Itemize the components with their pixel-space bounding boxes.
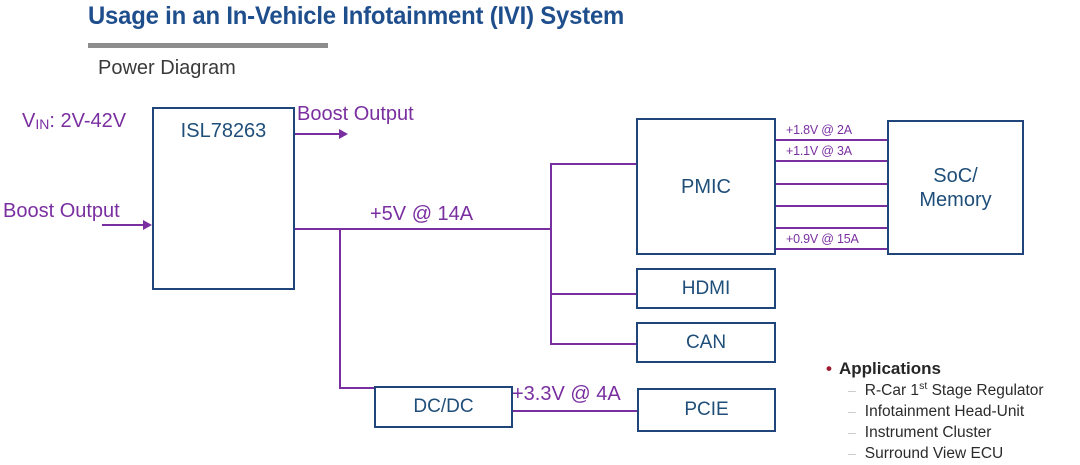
block-pmic[interactable]: PMIC	[636, 118, 776, 255]
dash-icon: –	[848, 403, 856, 419]
wire-3v3	[513, 410, 637, 412]
rail-wire-3	[776, 183, 887, 185]
block-pmic-label: PMIC	[681, 175, 731, 198]
rail-wire-1	[776, 139, 887, 141]
applications-section: • Applications – R-Car 1st Stage Regulat…	[826, 358, 1080, 464]
block-isl78263[interactable]: ISL78263	[152, 107, 295, 290]
block-pcie[interactable]: PCIE	[637, 388, 776, 432]
block-isl78263-label: ISL78263	[180, 120, 267, 142]
block-soc-memory[interactable]: SoC/ Memory	[887, 120, 1024, 255]
rail-label-2: +1.1V @ 3A	[786, 144, 852, 158]
applications-heading-label: Applications	[838, 359, 941, 378]
block-dcdc[interactable]: DC/DC	[374, 386, 513, 428]
rail-wire-5	[776, 227, 887, 229]
boost-output-left-label: Boost Output	[3, 200, 120, 222]
arrow-boost-output-icon	[339, 129, 348, 139]
list-item: – Infotainment Head-Unit	[848, 401, 1080, 422]
applications-heading: • Applications	[826, 358, 1080, 380]
rail-5v-label: +5V @ 14A	[370, 203, 474, 225]
wire-branch-can	[550, 343, 637, 345]
block-soc-label-line2: Memory	[919, 188, 992, 211]
wire-5v-vertical-bus	[550, 163, 552, 344]
rail-wire-6	[776, 248, 887, 250]
wire-branch-dcdc	[339, 387, 375, 389]
block-dcdc-label: DC/DC	[413, 396, 474, 417]
rail-wire-4	[776, 205, 887, 207]
vin-value: : 2V-42V	[49, 110, 127, 132]
block-hdmi[interactable]: HDMI	[636, 268, 776, 309]
vin-subscript: IN	[35, 116, 50, 132]
list-item: – Surround View ECU	[848, 443, 1080, 464]
block-can[interactable]: CAN	[636, 322, 776, 363]
title-underline-rule	[88, 43, 328, 48]
boost-output-top-label: Boost Output	[297, 103, 414, 125]
rail-label-6: +0.9V @ 15A	[786, 232, 859, 246]
block-pcie-label: PCIE	[684, 399, 729, 420]
rail-label-1: +1.8V @ 2A	[786, 123, 852, 137]
wire-boost-output-top	[295, 133, 342, 135]
vin-label: VIN: 2V-42V	[22, 110, 126, 133]
list-item-label: Infotainment Head-Unit	[864, 403, 1025, 420]
list-item: – R-Car 1st Stage Regulator	[848, 380, 1080, 401]
vin-symbol: V	[22, 110, 36, 132]
block-soc-label-line1: SoC/	[933, 164, 978, 187]
wire-dcdc-drop	[339, 228, 341, 389]
wire-5v-main	[295, 228, 551, 230]
page-title: Usage in an In-Vehicle Infotainment (IVI…	[88, 2, 625, 30]
block-hdmi-label: HDMI	[681, 277, 731, 299]
arrow-boost-input-icon	[143, 220, 152, 230]
wire-branch-pmic	[550, 163, 637, 165]
list-item: – Instrument Cluster	[848, 422, 1080, 443]
wire-branch-hdmi	[550, 293, 637, 295]
dash-icon: –	[848, 445, 856, 461]
block-can-label: CAN	[685, 331, 727, 353]
wire-boost-input	[102, 224, 146, 226]
list-item-label: R-Car 1st Stage Regulator	[864, 379, 1044, 399]
bullet-icon: •	[826, 359, 832, 378]
list-item-label: Instrument Cluster	[864, 424, 992, 441]
dash-icon: –	[848, 424, 856, 440]
rail-wire-2	[776, 160, 887, 162]
subtitle: Power Diagram	[98, 57, 236, 79]
list-item-label: Surround View ECU	[864, 445, 1004, 462]
dash-icon: –	[848, 382, 856, 398]
rail-3v3-label: +3.3V @ 4A	[512, 383, 621, 405]
